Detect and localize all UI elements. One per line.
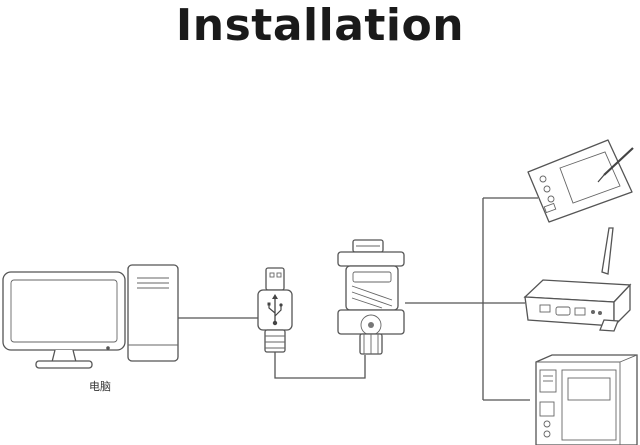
computer-label: 电脑 [89, 380, 111, 393]
wireless-router [523, 227, 632, 332]
drawing-tablet [527, 139, 634, 223]
page-title: Installation [175, 0, 465, 51]
label-printer [535, 354, 638, 445]
usb-icon [267, 294, 283, 326]
antenna-icon [601, 227, 614, 275]
db9-adapter [337, 239, 405, 355]
tower [127, 264, 179, 362]
stylus-pen-icon [597, 147, 634, 183]
power-led-icon [106, 346, 110, 350]
connection-lines [178, 197, 538, 401]
computer-device [2, 264, 179, 369]
monitor [2, 271, 126, 369]
cable-usb-adapter [274, 352, 366, 379]
usb-plug [257, 267, 293, 353]
